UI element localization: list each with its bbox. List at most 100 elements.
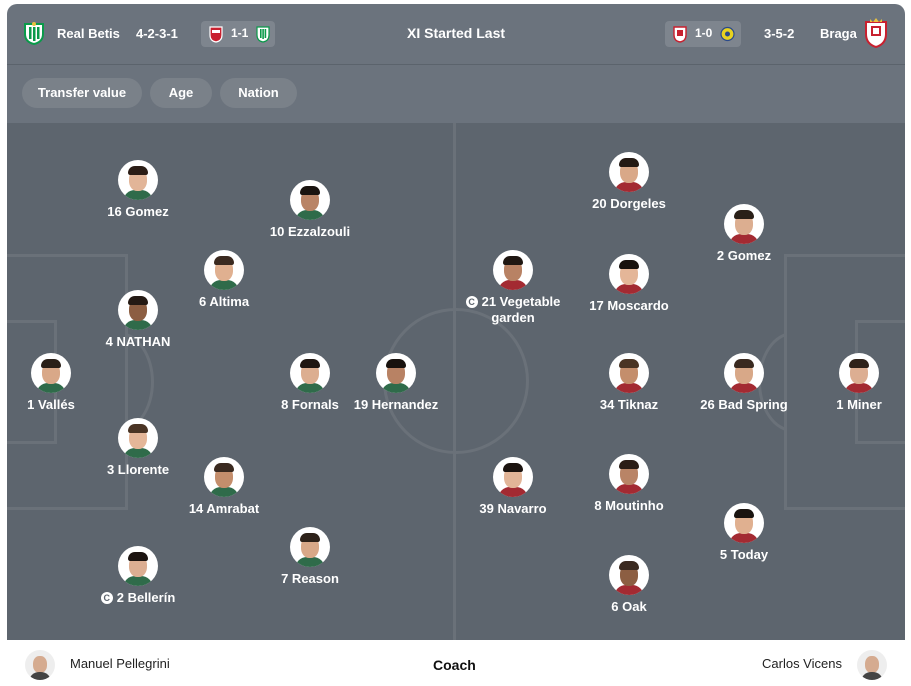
- player-avatar[interactable]: [118, 160, 158, 200]
- coach-footer: Manuel Pellegrini Coach Carlos Vicens: [7, 640, 905, 686]
- player-label: 7 Reason: [281, 571, 339, 586]
- home-formation: 4-2-3-1: [136, 26, 178, 41]
- away-player[interactable]: 17 Moscardo: [549, 254, 709, 314]
- away-player[interactable]: 6 Oak: [549, 555, 709, 615]
- player-avatar[interactable]: [839, 353, 879, 393]
- home-player[interactable]: 8 Fornals: [230, 353, 390, 413]
- player-avatar[interactable]: [493, 250, 533, 290]
- home-player[interactable]: 19 Hernandez: [316, 353, 476, 413]
- home-penalty-box: [7, 254, 128, 510]
- player-avatar[interactable]: [118, 290, 158, 330]
- player-name: 17 Moscardo: [549, 298, 709, 314]
- away-coach-avatar[interactable]: [857, 650, 887, 680]
- player-label: 20 Dorgeles: [592, 196, 666, 211]
- player-label: 39 Navarro: [479, 501, 547, 516]
- lineup-header: Real Betis 4-2-3-1 1-1 XI Started Last 1…: [7, 4, 905, 65]
- player-avatar[interactable]: [493, 457, 533, 497]
- player-name: 16 Gomez: [58, 204, 218, 220]
- player-avatar[interactable]: [204, 457, 244, 497]
- player-label: 26 Bad Spring: [700, 397, 788, 412]
- lineup-title: XI Started Last: [407, 25, 506, 41]
- braga-crest-icon: [673, 26, 687, 43]
- player-avatar[interactable]: [724, 353, 764, 393]
- player-name: 10 Ezzalzouli: [230, 224, 390, 240]
- player-avatar[interactable]: [290, 527, 330, 567]
- player-avatar[interactable]: [724, 503, 764, 543]
- player-avatar[interactable]: [609, 555, 649, 595]
- player-avatar[interactable]: [118, 546, 158, 586]
- player-avatar[interactable]: [118, 418, 158, 458]
- player-label: 8 Fornals: [281, 397, 339, 412]
- captain-icon: C: [465, 296, 478, 308]
- player-name: 4 NATHAN: [58, 334, 218, 350]
- away-team-name[interactable]: Braga: [820, 26, 857, 41]
- home-player[interactable]: 4 NATHAN: [58, 290, 218, 350]
- player-avatar[interactable]: [609, 454, 649, 494]
- away-player[interactable]: 5 Today: [664, 503, 824, 563]
- player-label: 2 Gomez: [716, 248, 772, 263]
- player-label: 6 Oak: [611, 599, 647, 614]
- player-avatar[interactable]: [204, 250, 244, 290]
- away-player[interactable]: 1 Miner: [779, 353, 911, 413]
- player-label: 10 Ezzalzouli: [269, 224, 351, 239]
- away-penalty-box: [784, 254, 905, 510]
- filter-nation[interactable]: Nation: [220, 78, 297, 108]
- player-name: 26 Bad Spring: [664, 397, 824, 413]
- home-player[interactable]: 7 Reason: [230, 527, 390, 587]
- home-player[interactable]: 3 Llorente: [58, 418, 218, 478]
- player-label: 21 Vegetable garden: [481, 294, 561, 325]
- player-label: 2 Bellerín: [116, 590, 176, 605]
- player-label: 4 NATHAN: [105, 334, 171, 349]
- home-coach-avatar[interactable]: [25, 650, 55, 680]
- player-name: 2 Gomez: [664, 248, 824, 264]
- braga-crest-icon: [865, 18, 887, 48]
- player-name: 1 Vallés: [0, 397, 131, 413]
- player-avatar[interactable]: [609, 152, 649, 192]
- home-player[interactable]: 10 Ezzalzouli: [230, 180, 390, 240]
- coach-label: Coach: [433, 657, 476, 673]
- osasuna-crest-icon: [209, 26, 223, 43]
- away-last-match-badge[interactable]: 1-0: [665, 21, 741, 47]
- player-name: 8 Fornals: [230, 397, 390, 413]
- away-player[interactable]: 8 Moutinho: [549, 454, 709, 514]
- away-player[interactable]: 2 Gomez: [664, 204, 824, 264]
- player-name: 5 Today: [664, 547, 824, 563]
- away-player[interactable]: 39 Navarro: [433, 457, 593, 517]
- away-player[interactable]: 26 Bad Spring: [664, 353, 824, 413]
- home-player[interactable]: 14 Amrabat: [144, 457, 304, 517]
- player-label: 1 Miner: [836, 397, 882, 412]
- home-team-name[interactable]: Real Betis: [57, 26, 120, 41]
- player-name: 6 Oak: [549, 599, 709, 615]
- betis-crest-icon: [24, 22, 44, 45]
- away-player[interactable]: 34 Tiknaz: [549, 353, 709, 413]
- player-name: 8 Moutinho: [549, 498, 709, 514]
- home-coach-name[interactable]: Manuel Pellegrini: [70, 656, 170, 671]
- home-player[interactable]: 1 Vallés: [0, 353, 131, 413]
- player-avatar[interactable]: [376, 353, 416, 393]
- home-last-match-badge[interactable]: 1-1: [201, 21, 275, 47]
- home-player[interactable]: 16 Gomez: [58, 160, 218, 220]
- player-label: 5 Today: [719, 547, 769, 562]
- player-label: 19 Hernandez: [353, 397, 439, 412]
- player-label: 3 Llorente: [106, 462, 170, 477]
- player-avatar[interactable]: [31, 353, 71, 393]
- home-player[interactable]: 6 Altima: [144, 250, 304, 310]
- player-label: 1 Vallés: [27, 397, 75, 412]
- lineup-card: Real Betis 4-2-3-1 1-1 XI Started Last 1…: [7, 4, 905, 686]
- player-avatar[interactable]: [290, 353, 330, 393]
- arouca-crest-icon: [720, 26, 735, 42]
- player-avatar[interactable]: [609, 254, 649, 294]
- filter-age[interactable]: Age: [150, 78, 212, 108]
- betis-crest-icon: [256, 26, 270, 43]
- player-avatar[interactable]: [609, 353, 649, 393]
- away-player[interactable]: 20 Dorgeles: [549, 152, 709, 212]
- player-avatar[interactable]: [724, 204, 764, 244]
- filter-transfer-value[interactable]: Transfer value: [22, 78, 142, 108]
- player-avatar[interactable]: [290, 180, 330, 220]
- away-coach-name[interactable]: Carlos Vicens: [762, 656, 842, 671]
- player-name: 20 Dorgeles: [549, 196, 709, 212]
